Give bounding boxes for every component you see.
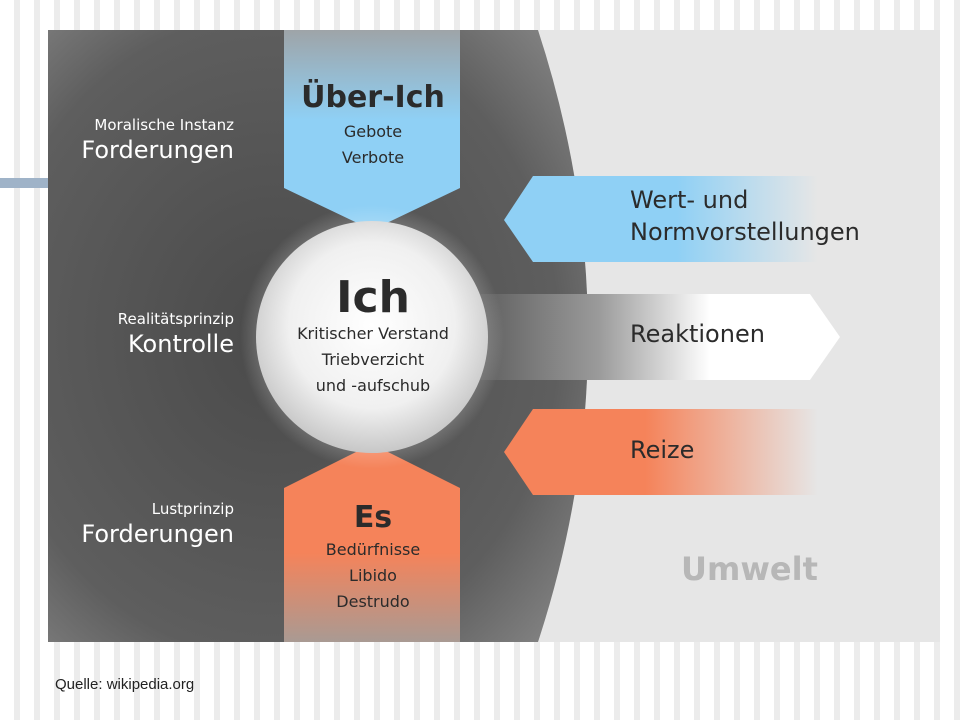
wert-label-line2: Normvorstellungen	[630, 218, 860, 246]
ueber-ich-item-verbote: Verbote	[341, 148, 405, 167]
ich-item-triebverzicht: Triebverzicht	[321, 350, 425, 369]
wert-arrow	[504, 176, 818, 262]
es-title: Es	[353, 500, 393, 535]
es-item-libido: Libido	[349, 566, 397, 585]
ich-item-verstand: Kritischer Verstand	[297, 324, 449, 343]
ich-item-aufschub: und -aufschub	[315, 376, 431, 395]
label-kontrolle: Kontrolle	[128, 330, 234, 358]
label-moralische-instanz: Moralische Instanz	[94, 116, 234, 134]
es-arrow	[284, 444, 460, 642]
label-lustprinzip: Lustprinzip	[151, 500, 234, 518]
reaktionen-arrow	[468, 294, 840, 380]
diagram-graphics	[48, 30, 940, 642]
ueber-ich-arrow	[284, 30, 460, 230]
label-forderungen-bottom: Forderungen	[81, 520, 234, 548]
wert-label-line1: Wert- und	[630, 186, 749, 214]
reize-label: Reize	[630, 436, 695, 464]
source-caption: Quelle: wikipedia.org	[55, 676, 195, 693]
slide-accent-bar	[0, 178, 48, 188]
ueber-ich-item-gebote: Gebote	[343, 122, 403, 141]
ueber-ich-title: Über-Ich	[301, 80, 445, 115]
ich-title: Ich	[336, 272, 410, 323]
label-forderungen-top: Forderungen	[81, 136, 234, 164]
freud-model-diagram: Moralische Instanz Forderungen Realitäts…	[48, 30, 940, 642]
es-item-destrudo: Destrudo	[336, 592, 410, 611]
ich-circle	[256, 221, 488, 453]
umwelt-label: Umwelt	[681, 550, 818, 588]
reaktionen-label: Reaktionen	[630, 320, 765, 348]
es-item-beduerfnisse: Bedürfnisse	[325, 540, 421, 559]
reize-arrow	[504, 409, 818, 495]
label-realitaetsprinzip: Realitätsprinzip	[117, 310, 234, 328]
